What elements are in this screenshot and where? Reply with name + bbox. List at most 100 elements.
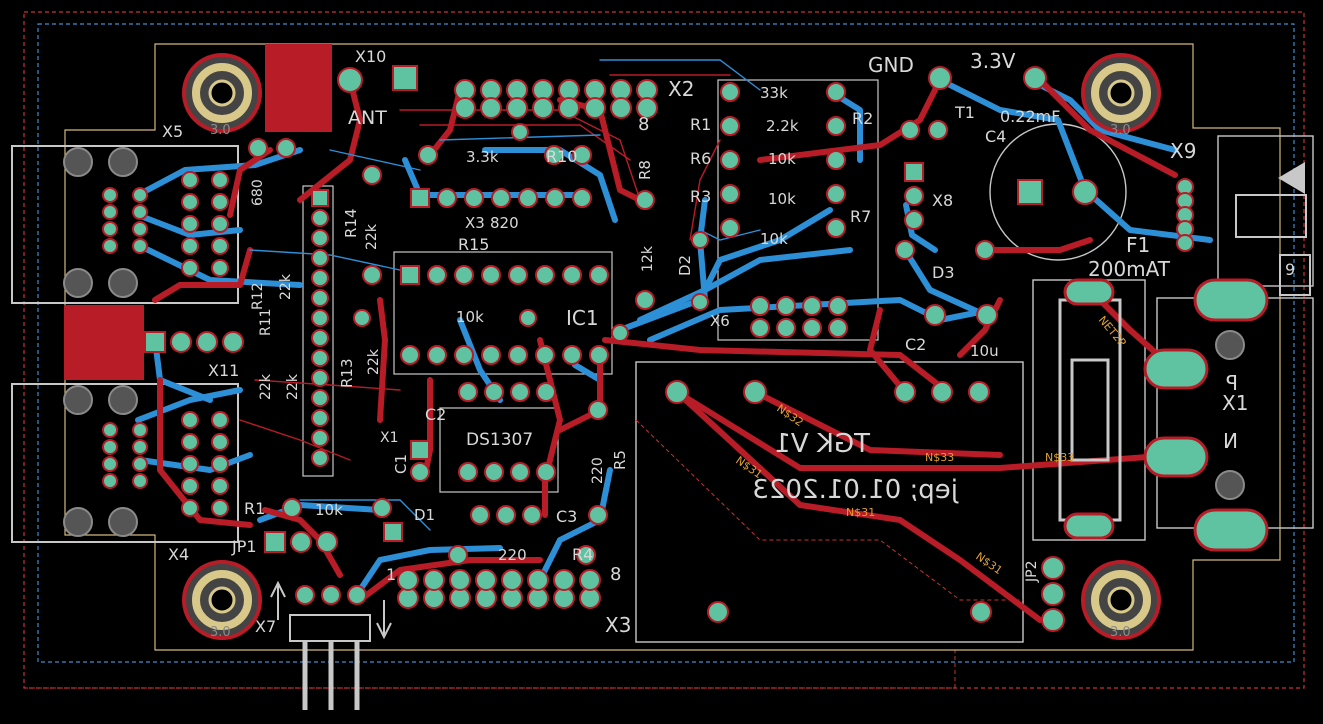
pad [181,237,199,255]
pad [900,120,920,140]
label-hole-c: 3.0 [210,625,231,640]
label-jp1: JP1 [231,537,257,556]
label-one: 1 [386,565,396,584]
label-x10: X10 [355,47,386,66]
pad [311,369,329,387]
copper-pour-antenna [265,44,332,132]
pad [894,381,916,403]
rj45-housing-x4 [11,383,239,543]
pad [311,449,329,467]
pad [508,345,528,365]
label-200mat: 200mAT [1088,257,1171,281]
label-r5: R5 [611,450,629,470]
label-r10k-c: 10k [760,230,788,248]
label-p-term: P [1226,371,1238,395]
pad [506,97,528,119]
label-x6: X6 [710,312,730,330]
pad [826,184,846,204]
pad [170,331,192,353]
pad [931,381,953,403]
pad [181,215,199,233]
label-r22k-a: 22k [258,373,274,400]
label-r220: 220 [498,546,527,564]
dimension-outline-blue [37,23,1295,663]
pad [311,189,329,207]
pad [458,382,478,402]
pad [347,585,367,605]
label-jp2: JP2 [1024,561,1040,583]
pad [454,345,474,365]
pad [181,455,199,473]
pad [427,265,447,285]
pad [491,188,511,208]
pad [484,382,504,402]
label-hole-a: 3.0 [210,123,231,138]
pad [102,439,118,455]
relay-keepout [635,419,1023,601]
label-3v3: 3.3V [970,49,1016,73]
pad [383,522,403,542]
pad [264,531,286,553]
label-x7: X7 [255,617,276,636]
pad [311,229,329,247]
label-c2b: C2 [425,405,446,424]
mount-hole-top-left [182,53,262,133]
label-hole-b: 3.0 [1110,123,1131,138]
pad [211,215,229,233]
label-r12: R12 [250,282,266,310]
pad [720,150,740,170]
pad [102,204,118,220]
pad [449,569,471,591]
label-r4: R4 [572,545,593,564]
pad [895,240,915,260]
pad [454,265,474,285]
pad [311,309,329,327]
pad [181,193,199,211]
label-x2: X2 [668,77,694,101]
label-eight-x2: 8 [638,114,649,135]
pad [510,382,530,402]
pad [311,349,329,367]
pad [196,331,218,353]
pad [776,318,796,338]
pad [588,505,608,525]
pads-layer [102,65,1194,632]
label-d1: D1 [414,506,435,524]
pad [904,162,924,182]
label-ic1: IC1 [566,306,599,330]
pad [132,422,148,438]
pad [826,150,846,170]
pad [970,601,992,623]
pad [635,190,655,210]
pad [181,477,199,495]
label-r1: R1 [690,115,711,134]
label-r22k: 2.2k [766,117,799,135]
pad [579,569,601,591]
label-ant: ANT [348,107,387,129]
pad [372,498,392,518]
label-n-term: N [1223,429,1238,453]
pad [584,97,606,119]
pad [311,429,329,447]
pad [362,265,382,285]
pad [720,82,740,102]
pad [132,238,148,254]
pad [802,318,822,338]
label-r1b: R1 [244,499,265,518]
pad [480,97,502,119]
label-r3: R3 [690,187,711,206]
label-r10: R10 [546,147,577,166]
pad [572,145,592,165]
x7-body [289,614,371,642]
pad [501,569,523,591]
pad [211,499,229,517]
pad [427,345,447,365]
pad [558,97,580,119]
pad [276,138,296,158]
label-r8: R8 [636,160,654,180]
pad [211,193,229,211]
net-label-33b: N$33 [1045,451,1074,464]
label-x3: X3 [605,613,631,637]
pad [1041,608,1065,632]
